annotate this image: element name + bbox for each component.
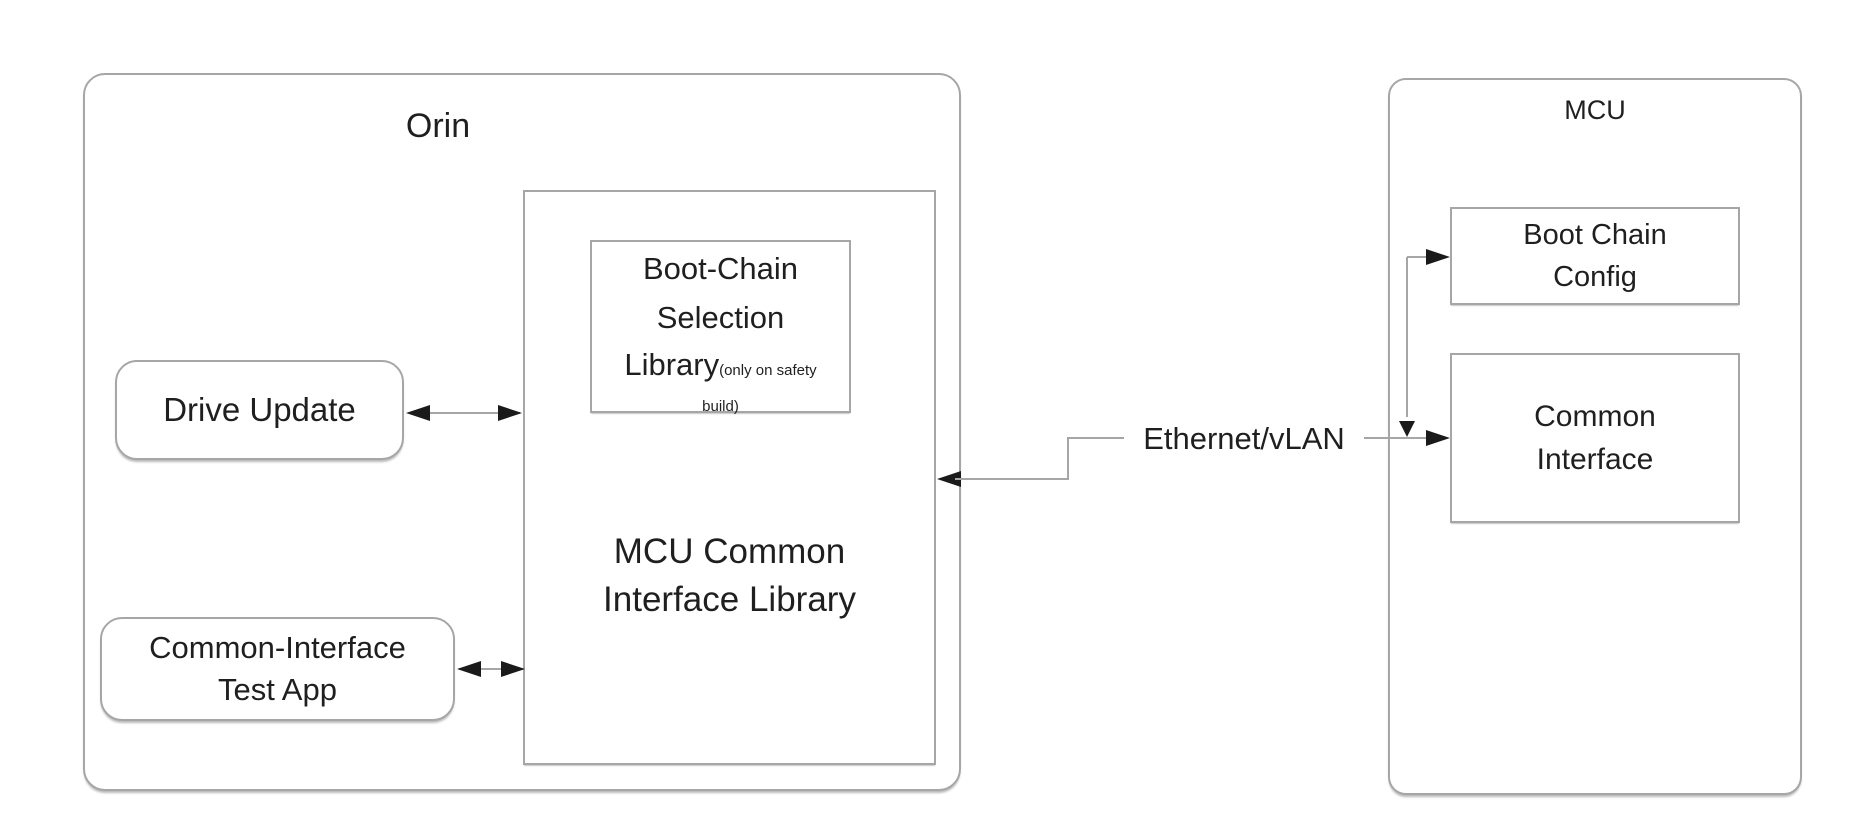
ethernet-branch-top-horizontal xyxy=(1407,256,1427,258)
test-app-box: Common-Interface Test App xyxy=(100,617,455,721)
common-interface-line1: Common xyxy=(1534,400,1656,433)
boot-chain-selection-line4-note: build) xyxy=(702,398,739,415)
library-label-line1: MCU Common xyxy=(613,532,846,571)
ethernet-segment-step-vertical xyxy=(1067,437,1069,480)
mcu-common-interface-library-label: MCU Common Interface Library xyxy=(523,528,936,624)
boot-chain-config-line2: Config xyxy=(1553,261,1637,293)
drive-update-box: Drive Update xyxy=(115,360,404,460)
boot-chain-selection-line3-main: Library xyxy=(624,347,720,382)
library-label-line2: Interface Library xyxy=(603,580,856,619)
boot-chain-selection-line3-note: (only on safety xyxy=(719,362,817,379)
ethernet-vlan-label: Ethernet/vLAN xyxy=(1124,420,1364,458)
ethernet-segment-lower-horizontal xyxy=(955,478,1069,480)
boot-chain-config-box: Boot Chain Config xyxy=(1450,207,1740,305)
ethernet-branch-arrowhead-down-icon xyxy=(1399,421,1415,437)
orin-label: Orin xyxy=(405,107,471,145)
test-app-arrowhead-left-icon xyxy=(457,661,481,677)
boot-chain-selection-line2: Selection xyxy=(656,300,785,335)
drive-update-label: Drive Update xyxy=(163,391,356,428)
ethernet-arrowhead-into-common-interface-icon xyxy=(1426,430,1450,446)
boot-chain-selection-library-box: Boot-Chain Selection Library(only on saf… xyxy=(590,240,851,415)
ethernet-branch-vertical xyxy=(1406,257,1408,417)
test-app-library-connector-line xyxy=(459,668,523,670)
boot-chain-selection-line3: Library(only on safety xyxy=(592,342,849,394)
drive-update-library-connector-line xyxy=(410,412,520,414)
common-interface-line2: Interface xyxy=(1536,443,1654,476)
drive-update-arrowhead-left-icon xyxy=(406,405,430,421)
drive-update-arrowhead-right-icon xyxy=(498,405,522,421)
boot-chain-selection-line1: Boot-Chain xyxy=(642,251,799,286)
mcu-label: MCU xyxy=(1564,95,1626,125)
ethernet-segment-right-of-label xyxy=(1358,437,1426,439)
ethernet-segment-left-of-label xyxy=(1068,437,1132,439)
ethernet-arrowhead-into-boot-chain-config-icon xyxy=(1426,249,1450,265)
common-interface-box: Common Interface xyxy=(1450,353,1740,523)
boot-chain-config-line1: Boot Chain xyxy=(1523,219,1667,251)
ethernet-arrowhead-into-library-icon xyxy=(937,471,961,487)
test-app-label-line1: Common-Interface xyxy=(149,630,406,665)
test-app-arrowhead-right-icon xyxy=(501,661,525,677)
test-app-label-line2: Test App xyxy=(218,672,337,707)
